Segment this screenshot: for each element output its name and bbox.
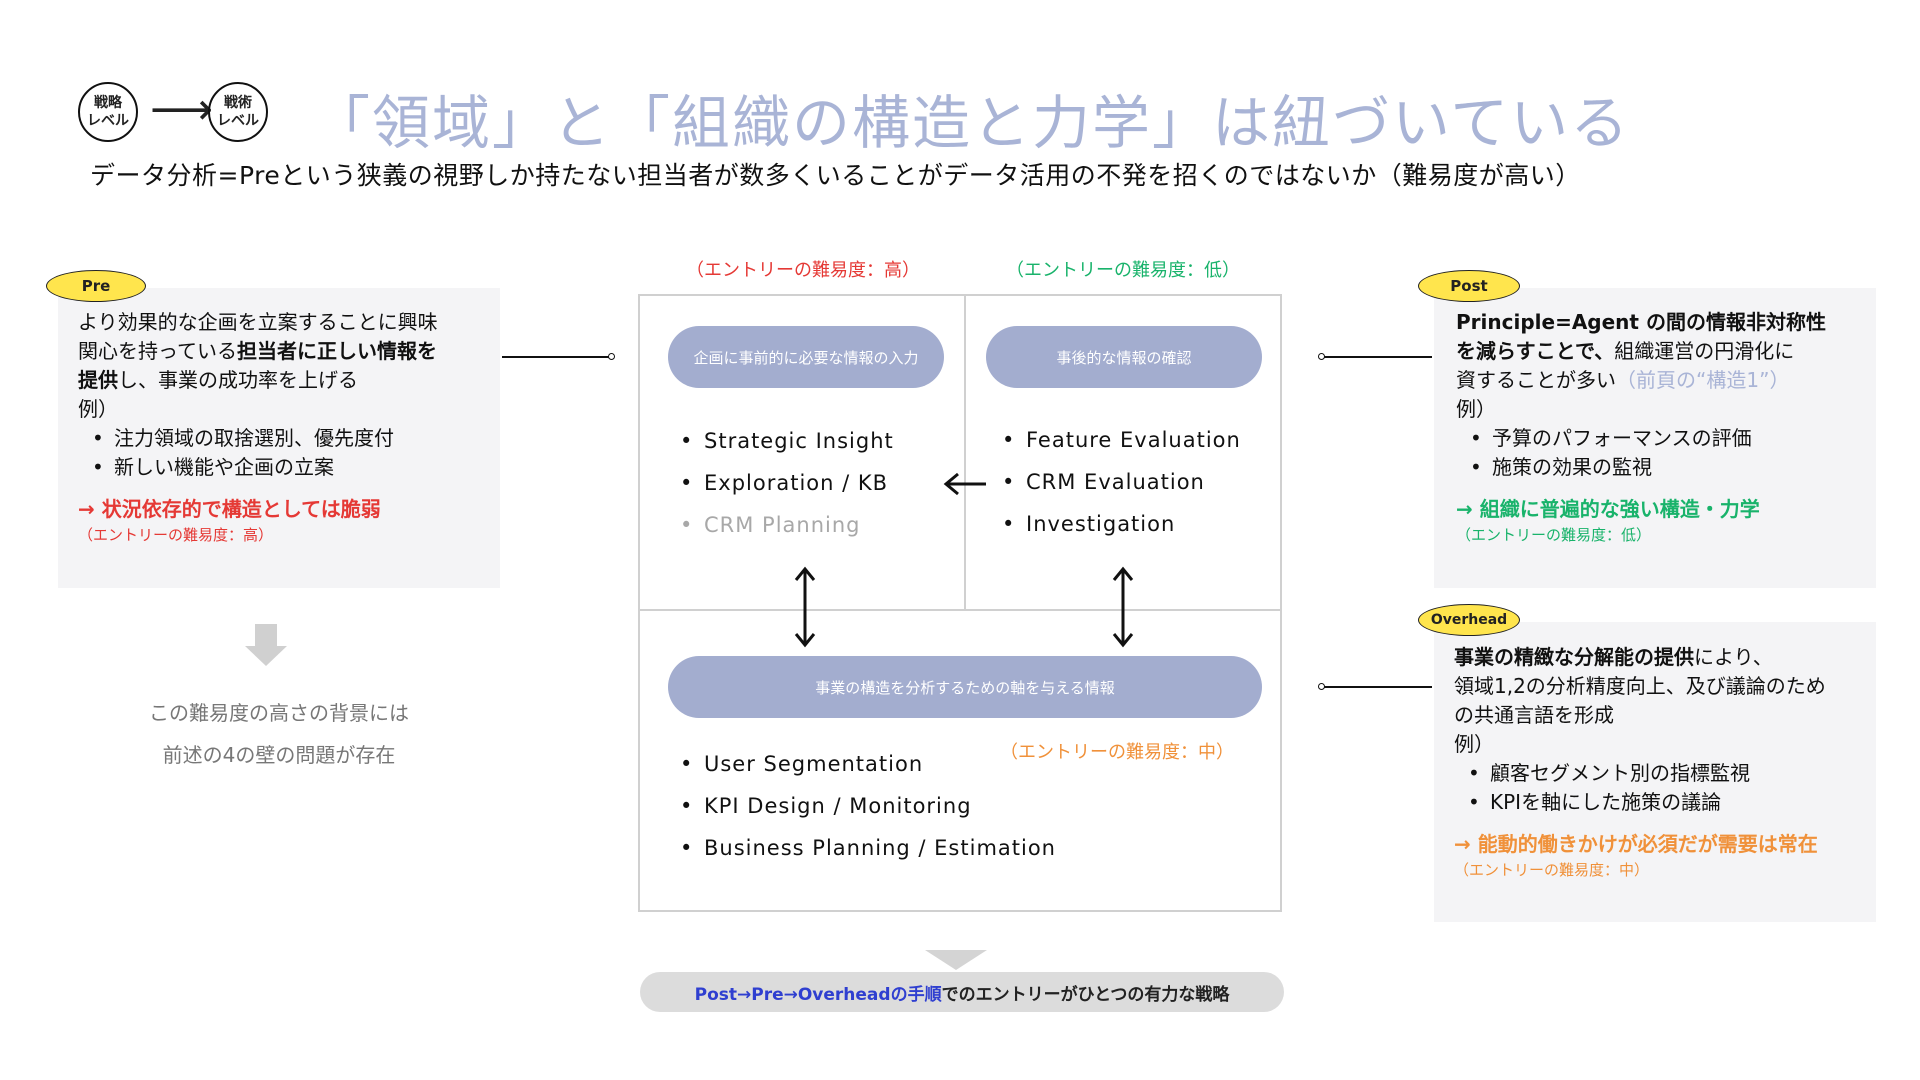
pill-pre-info: 企画に事前的に必要な情報の入力 bbox=[668, 326, 944, 388]
list-item: •User Segmentation bbox=[680, 752, 924, 776]
vertical-divider bbox=[964, 294, 966, 610]
tactics-level-badge: 戦術 レベル bbox=[208, 82, 268, 142]
list-item: •CRM Evaluation bbox=[1002, 470, 1205, 494]
pre-text: より効果的な企画を立案することに興味 関心を持っている担当者に正しい情報を 提供… bbox=[78, 308, 498, 546]
connector-line bbox=[1324, 686, 1432, 688]
list-item: •Investigation bbox=[1002, 512, 1176, 536]
strategy-banner: Post→Pre→Overheadの手順でのエントリーがひとつの有力な戦略 bbox=[640, 972, 1284, 1012]
page-title: 「領域」と「組織の構造と力学」は紐づいている bbox=[312, 89, 1631, 157]
list-item: •Strategic Insight bbox=[680, 429, 894, 453]
connector-dot bbox=[608, 353, 615, 360]
double-arrow-icon bbox=[1112, 566, 1134, 648]
left-arrow-icon bbox=[943, 472, 986, 496]
overhead-entry-level: （エントリーの難易度：中） bbox=[1454, 861, 1650, 879]
list-item: KPIを軸にした施策の議論 bbox=[1454, 788, 1874, 817]
horizontal-divider bbox=[638, 609, 1282, 611]
overhead-conclusion: → 能動的働きかけが必須だが需要は常在 bbox=[1454, 832, 1818, 856]
list-item: •Exploration / KB bbox=[680, 471, 889, 495]
pre-tag: Pre bbox=[46, 270, 146, 302]
list-item: •Business Planning / Estimation bbox=[680, 836, 1056, 860]
down-arrow-icon bbox=[255, 624, 277, 646]
list-item: 予算のパフォーマンスの評価 bbox=[1456, 424, 1872, 453]
overhead-domain-list: •User Segmentation •KPI Design / Monitor… bbox=[680, 743, 1056, 869]
strategy-level-badge: 戦略 レベル bbox=[78, 82, 138, 142]
pill-post-info: 事後的な情報の確認 bbox=[986, 326, 1262, 388]
entry-level-mid: （エントリーの難易度：中） bbox=[1000, 742, 1234, 763]
center-box bbox=[638, 294, 1282, 912]
pill-overhead-info: 事業の構造を分析するための軸を与える情報 bbox=[668, 656, 1262, 718]
left-note: この難易度の高さの背景には 前述の4の壁の問題が存在 bbox=[149, 701, 409, 767]
list-item: 顧客セグメント別の指標監視 bbox=[1454, 759, 1874, 788]
post-conclusion: → 組織に普遍的な強い構造・力学 bbox=[1456, 497, 1760, 521]
down-arrow-head bbox=[245, 646, 287, 666]
chevron-down-icon bbox=[925, 950, 987, 970]
pre-conclusion: → 状況依存的で構造としては脆弱 bbox=[78, 497, 381, 521]
overhead-text: 事業の精緻な分解能の提供により、 領域1,2の分析精度向上、及び議論のため の共… bbox=[1454, 643, 1874, 881]
double-arrow-icon bbox=[794, 566, 816, 648]
entry-level-low: （エントリーの難易度：低） bbox=[1006, 260, 1240, 281]
pre-entry-level: （エントリーの難易度：高） bbox=[78, 526, 274, 544]
post-text: Principle=Agent の間の情報非対称性 を減らすことで、組織運営の円… bbox=[1456, 308, 1872, 546]
post-domain-list: •Feature Evaluation •CRM Evaluation •Inv… bbox=[1002, 419, 1241, 545]
list-item: •Feature Evaluation bbox=[1002, 428, 1241, 452]
pre-domain-list: •Strategic Insight •Exploration / KB •CR… bbox=[680, 420, 894, 546]
page-subtitle: データ分析=Preという狭義の視野しか持たない担当者が数多くいることがデータ活用… bbox=[90, 161, 1581, 190]
connector-line bbox=[502, 356, 610, 358]
post-entry-level: （エントリーの難易度：低） bbox=[1456, 526, 1652, 544]
list-item: •CRM Planning bbox=[680, 513, 861, 537]
overhead-tag: Overhead bbox=[1418, 604, 1520, 636]
connector-line bbox=[1324, 356, 1432, 358]
entry-level-high: （エントリーの難易度：高） bbox=[686, 260, 920, 281]
list-item: 施策の効果の監視 bbox=[1456, 453, 1872, 482]
list-item: 新しい機能や企画の立案 bbox=[78, 453, 498, 482]
list-item: 注力領域の取捨選別、優先度付 bbox=[78, 424, 498, 453]
list-item: •KPI Design / Monitoring bbox=[680, 794, 972, 818]
right-arrow-icon: ⟶ bbox=[150, 84, 214, 135]
post-tag: Post bbox=[1418, 270, 1520, 302]
